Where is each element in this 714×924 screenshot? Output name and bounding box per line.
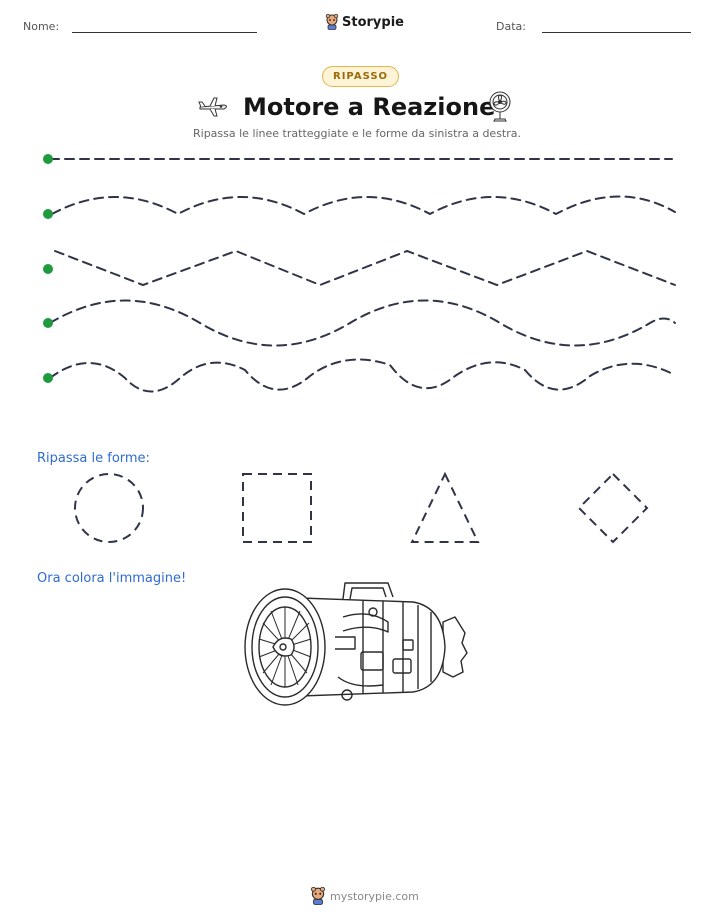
start-dot — [43, 209, 53, 219]
tracing-shapes — [0, 465, 714, 555]
tracing-line-zigzag — [54, 249, 676, 287]
tracing-line-bumpy-wave — [49, 358, 676, 393]
jet-engine-illustration[interactable] — [243, 577, 473, 717]
airplane-icon — [198, 96, 230, 118]
date-field[interactable] — [542, 32, 691, 33]
coloring-section-label: Ora colora l'immagine! — [37, 571, 187, 586]
tracing-line-wave — [49, 299, 676, 347]
fan-icon — [487, 91, 513, 123]
instructions-subtitle: Ripassa le linee tratteggiate e le forme… — [193, 127, 521, 140]
storypie-mascot-icon — [325, 14, 339, 30]
tracing-line-gentle-wave — [51, 195, 676, 216]
tracing-shape-square — [242, 473, 312, 543]
footer: mystorypie.com — [310, 887, 419, 905]
storypie-mascot-icon — [310, 887, 326, 905]
brand-name: Storypie — [342, 14, 404, 30]
date-label: Data: — [496, 20, 526, 33]
review-badge: RIPASSO — [322, 66, 400, 87]
start-dot — [43, 373, 53, 383]
start-dot — [43, 154, 53, 164]
tracing-shape-diamond — [577, 472, 649, 544]
start-dot — [43, 318, 53, 328]
tracing-shape-circle — [74, 473, 144, 543]
start-dot — [43, 264, 53, 274]
tracing-shape-triangle — [410, 471, 480, 543]
name-label: Nome: — [23, 20, 60, 33]
page-title: Motore a Reazione — [243, 93, 496, 121]
shapes-section-label: Ripassa le forme: — [37, 451, 150, 466]
tracing-lines — [0, 140, 714, 400]
footer-url[interactable]: mystorypie.com — [330, 889, 419, 903]
brand-logo: Storypie — [325, 14, 404, 30]
name-field[interactable] — [72, 32, 257, 33]
